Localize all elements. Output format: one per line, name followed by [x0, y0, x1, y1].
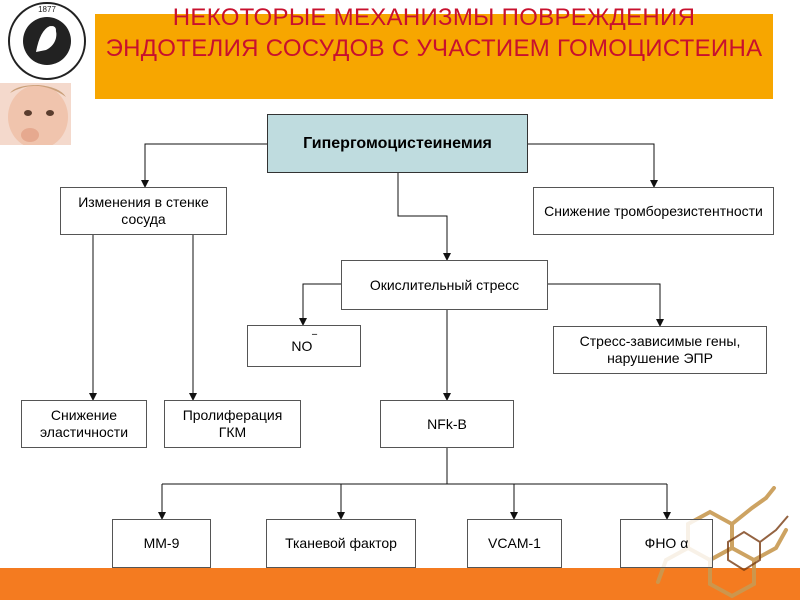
footer-band	[0, 568, 800, 600]
bus-nfkb-children	[162, 448, 667, 485]
no-superscript: ‾	[312, 331, 317, 347]
vessel-wall-changes-box: Изменения в стенке сосуда	[60, 187, 227, 235]
arrow-root-to-oxidative	[397, 173, 451, 261]
nfkb-box: NFk-B	[380, 400, 514, 448]
arrow-oxidative-to-stress-genes	[548, 283, 664, 327]
oxidative-stress-box: Окислительный стресс	[341, 260, 548, 310]
arrow-oxidative-to-no	[299, 283, 341, 326]
no-box: NO‾	[247, 325, 361, 367]
tissue-factor-box: Тканевой фактор	[266, 519, 416, 568]
svg-text:1877: 1877	[38, 5, 56, 14]
university-logo: 1877	[0, 0, 95, 82]
stress-genes-box: Стресс-зависимые гены, нарушение ЭПР	[553, 326, 767, 374]
arrow-root-to-thrombo	[528, 143, 658, 188]
arrow-root-to-vessel-wall	[141, 143, 267, 188]
hyperhomocysteinemia-box: Гипергомоцистеинемия	[267, 114, 528, 173]
thromboresistance-decrease-box: Снижение тромборезистентности	[533, 187, 774, 235]
mm9-box: ММ-9	[112, 519, 211, 568]
tnf-alpha-box: ФНО α	[620, 519, 713, 568]
slide-title: НЕКОТОРЫЕ МЕХАНИЗМЫ ПОВРЕЖДЕНИЯ ЭНДОТЕЛИ…	[105, 4, 763, 62]
no-label: NO	[291, 337, 313, 354]
title-banner	[95, 14, 773, 99]
baby-photo	[0, 83, 71, 161]
elasticity-decrease-box: Снижение эластичности	[21, 400, 147, 448]
vcam1-box: VCAM-1	[467, 519, 562, 568]
smc-proliferation-box: Пролиферация ГКМ	[164, 400, 301, 448]
